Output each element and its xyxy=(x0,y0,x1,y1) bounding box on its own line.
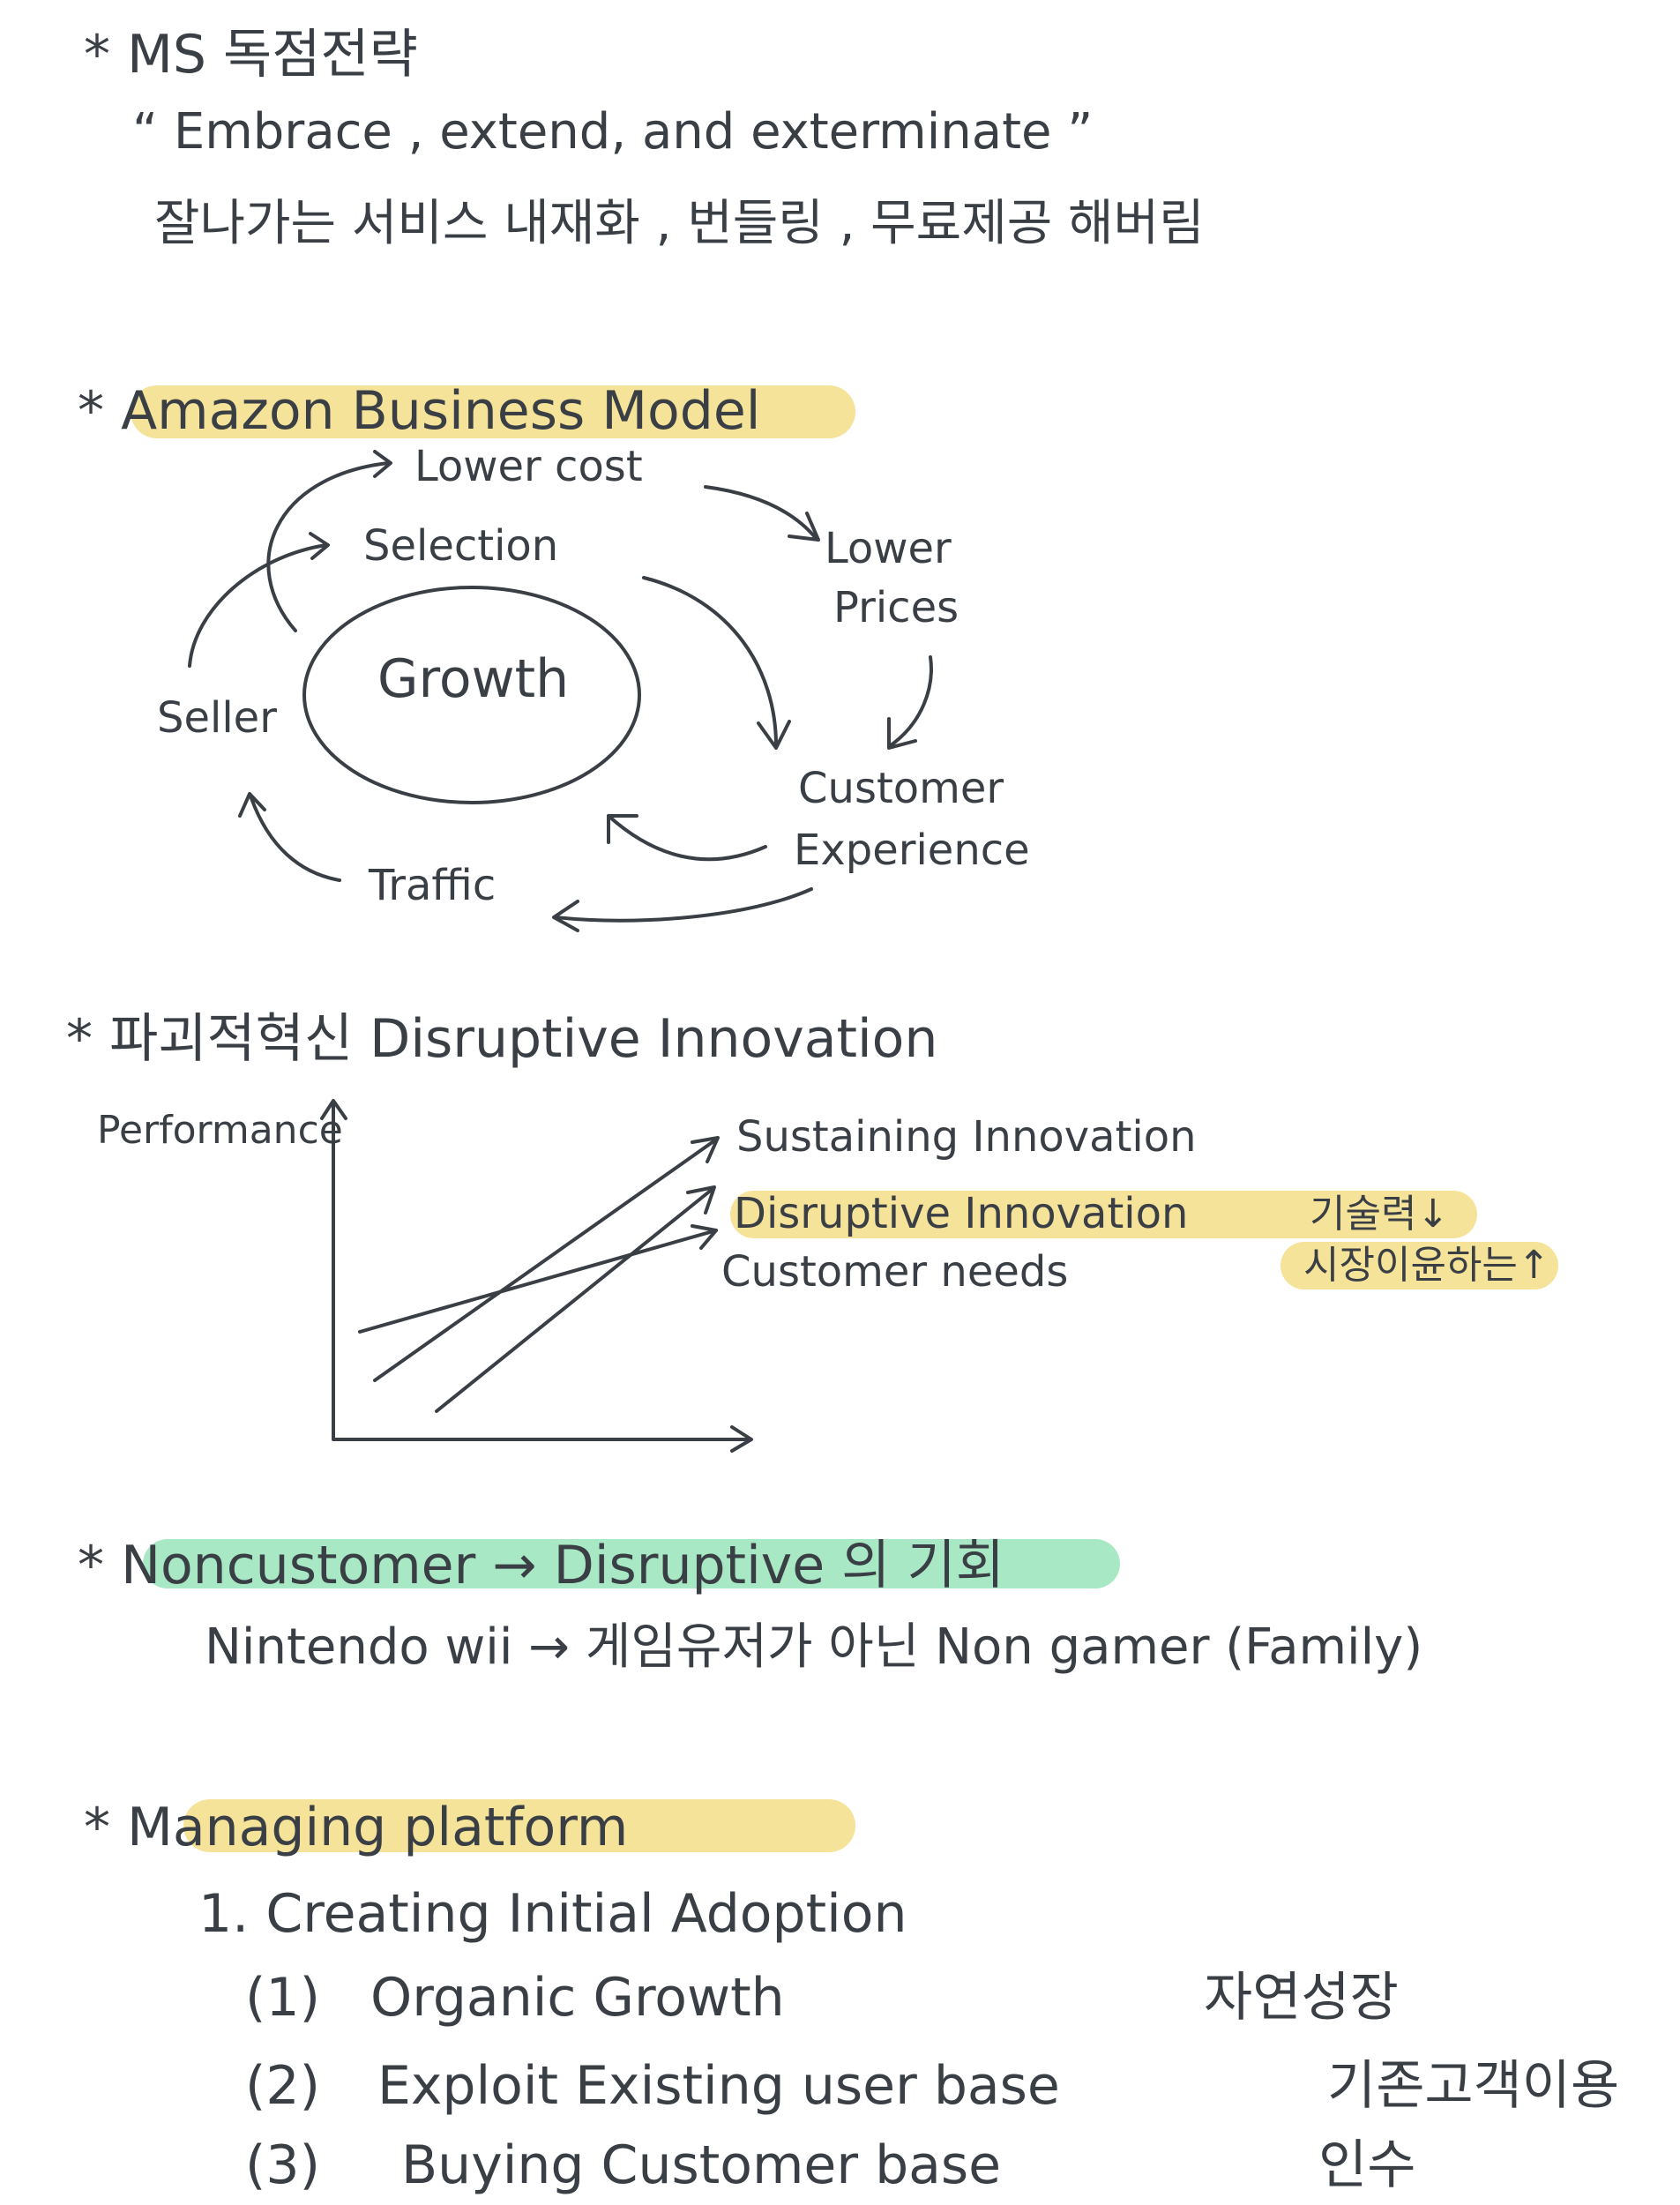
disruptive-arrowhead xyxy=(686,1185,716,1215)
arrowhead-cx xyxy=(887,717,917,750)
arrow-cx-to-growth xyxy=(607,814,767,862)
arrowhead-lower-cost xyxy=(373,450,392,478)
disruptive-line-highlight xyxy=(730,1191,1477,1238)
arrow-seller-to-selection xyxy=(188,543,328,668)
platform-item-2-ko: 기존고객이용 xyxy=(1327,2055,1620,2117)
node-lower-cost: Lower cost xyxy=(414,442,643,491)
arrow-to-lower-cost xyxy=(266,461,390,632)
arrow-lower-cost-to-prices xyxy=(704,485,818,540)
chart-axes xyxy=(332,1101,751,1441)
arrow-traffic-to-seller xyxy=(250,796,341,882)
node-customer-experience-1: Customer xyxy=(798,764,1004,813)
platform-item-3-num: (3) xyxy=(245,2134,320,2196)
ms-slogan: “ Embrace , extend, and exterminate ” xyxy=(132,103,1094,161)
arrowhead-lower-prices xyxy=(788,512,820,542)
platform-item-3-ko: 인수 xyxy=(1318,2134,1416,2196)
node-lower-prices-2: Prices xyxy=(833,583,959,632)
platform-item-2-num: (2) xyxy=(245,2055,320,2117)
amazon-title-highlight xyxy=(131,385,855,438)
arrowhead-seller xyxy=(238,792,266,818)
customer-needs-line xyxy=(358,1229,718,1334)
y-axis-label: Performance xyxy=(97,1108,343,1153)
platform-title-highlight xyxy=(183,1799,855,1852)
customer-needs-label: Customer needs xyxy=(721,1247,1069,1297)
arrowhead-growth xyxy=(607,814,638,844)
node-lower-prices-1: Lower xyxy=(825,524,952,573)
amazon-title: * Amazon Business Model xyxy=(78,380,761,442)
market-note-highlight xyxy=(1281,1242,1558,1289)
arrowhead-cx-2 xyxy=(757,720,791,750)
disruptive-line xyxy=(435,1187,714,1413)
noncustomer-title-highlight xyxy=(143,1539,1120,1588)
platform-heading: 1. Creating Initial Adoption xyxy=(198,1883,907,1945)
platform-item-2-label: Exploit Existing user base xyxy=(377,2055,1060,2117)
sustaining-line xyxy=(373,1138,718,1382)
node-traffic: Traffic xyxy=(369,861,497,910)
arrowhead-selection xyxy=(309,532,330,560)
platform-item-3-label: Buying Customer base xyxy=(401,2134,1002,2196)
node-selection: Selection xyxy=(363,521,559,571)
arrowhead-traffic xyxy=(552,900,579,932)
arrow-cx-to-traffic xyxy=(554,887,813,923)
platform-item-1-num: (1) xyxy=(245,1967,320,2029)
noncustomer-example: Nintendo wii → 게임유저가 아닌 Non gamer (Famil… xyxy=(205,1618,1423,1676)
ms-note: 잘나가는 서비스 내재화 , 번들링 , 무료제공 해버림 xyxy=(154,195,1205,252)
node-customer-experience-2: Experience xyxy=(794,826,1030,875)
ms-title: * MS 독점전략 xyxy=(84,24,418,86)
arrow-selection-to-cx xyxy=(642,576,778,747)
sustaining-label: Sustaining Innovation xyxy=(736,1112,1197,1162)
sustaining-arrowhead xyxy=(691,1136,720,1163)
growth-ellipse xyxy=(302,586,641,804)
tech-note: 기술력↓ xyxy=(1310,1192,1450,1237)
arrow-prices-to-cx xyxy=(889,655,933,747)
node-growth: Growth xyxy=(377,648,570,710)
node-seller: Seller xyxy=(157,693,277,743)
platform-title: * Managing platform xyxy=(84,1797,629,1858)
disruptive-title: * 파괴적혁신 Disruptive Innovation xyxy=(66,1008,938,1070)
disruptive-label: Disruptive Innovation xyxy=(734,1189,1189,1238)
y-axis-arrowhead xyxy=(320,1099,347,1120)
platform-item-1-ko: 자연성장 xyxy=(1204,1967,1399,2029)
noncustomer-title: * Noncustomer → Disruptive 의 기회 xyxy=(78,1535,1004,1596)
x-axis-arrowhead xyxy=(730,1425,753,1453)
market-note: 시장이윤하는↑ xyxy=(1303,1243,1550,1288)
customer-needs-arrowhead xyxy=(691,1224,718,1250)
platform-item-1-label: Organic Growth xyxy=(370,1967,785,2029)
